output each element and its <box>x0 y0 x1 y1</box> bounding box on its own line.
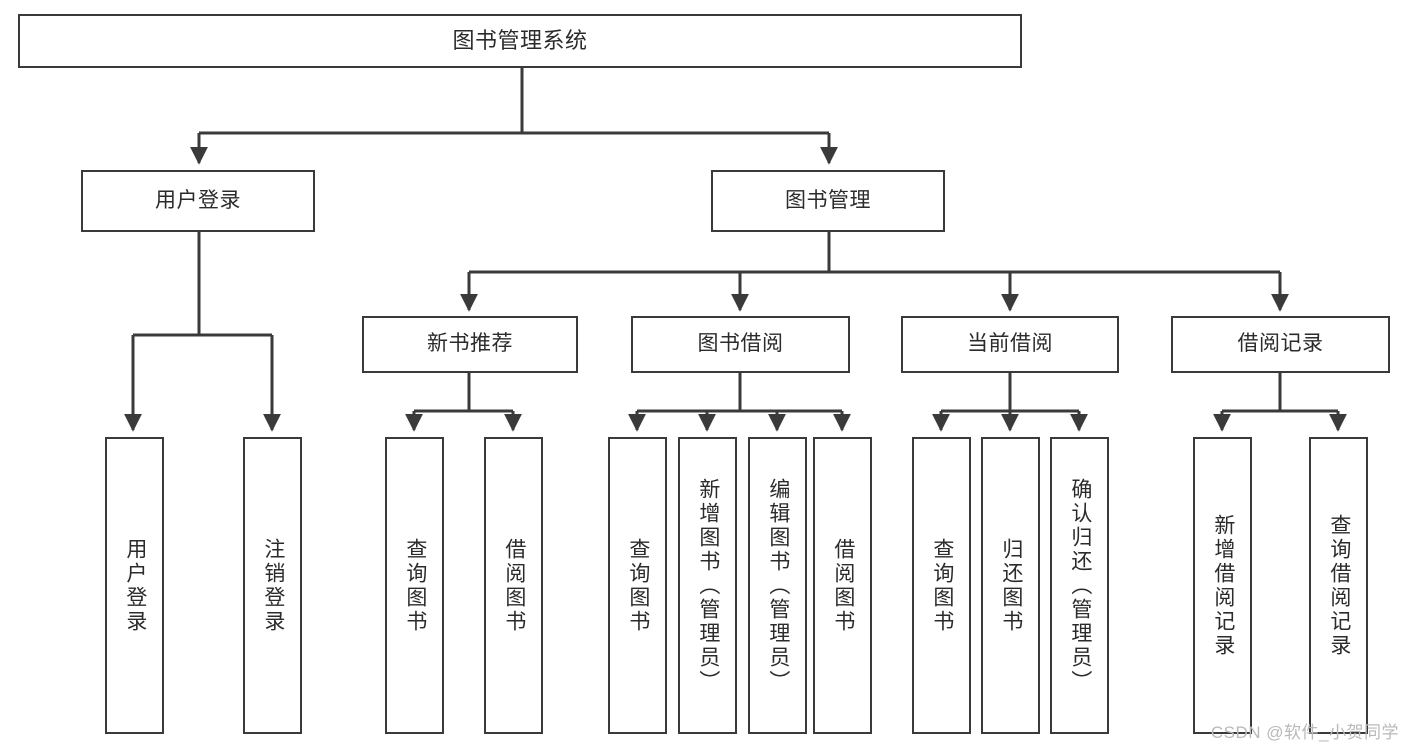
node-label: 查询图书 <box>930 537 954 634</box>
leaf-query-book-current[interactable]: 查询图书 <box>912 437 971 734</box>
node-new-book-recommendation[interactable]: 新书推荐 <box>362 316 578 373</box>
node-label: 查询图书 <box>626 537 650 634</box>
leaf-query-borrow-record[interactable]: 查询借阅记录 <box>1309 437 1368 734</box>
leaf-return-book[interactable]: 归还图书 <box>981 437 1040 734</box>
node-book-borrowing[interactable]: 图书借阅 <box>631 316 850 373</box>
node-label: 当前借阅 <box>967 332 1053 356</box>
leaf-logout[interactable]: 注销登录 <box>243 437 302 734</box>
node-label: 图书借阅 <box>697 332 784 356</box>
node-label: 查询图书 <box>403 537 427 634</box>
node-label: 新增图书（管理员） <box>696 477 720 694</box>
node-root-book-management-system[interactable]: 图书管理系统 <box>18 14 1022 68</box>
node-label: 查询借阅记录 <box>1327 513 1351 658</box>
node-label: 图书管理 <box>785 188 871 212</box>
node-label: 编辑图书（管理员） <box>766 477 790 694</box>
node-label: 用户登录 <box>123 537 147 634</box>
leaf-add-book-admin[interactable]: 新增图书（管理员） <box>678 437 737 734</box>
node-label: 用户登录 <box>155 188 241 212</box>
csdn-watermark: CSDN @软件_小贺同学 <box>1210 723 1399 742</box>
node-book-management[interactable]: 图书管理 <box>711 170 945 232</box>
node-label: 注销登录 <box>261 537 285 634</box>
node-label: 借阅图书 <box>502 537 526 634</box>
node-current-borrowing[interactable]: 当前借阅 <box>901 316 1119 373</box>
leaf-borrow-book-recommend[interactable]: 借阅图书 <box>484 437 543 734</box>
node-label: 借阅记录 <box>1237 332 1324 356</box>
node-label: 归还图书 <box>999 537 1023 634</box>
node-label: 借阅图书 <box>831 537 855 634</box>
node-label: 新增借阅记录 <box>1211 513 1235 658</box>
node-label: 图书管理系统 <box>452 27 588 53</box>
leaf-borrow-book[interactable]: 借阅图书 <box>813 437 872 734</box>
node-label: 确认归还（管理员） <box>1068 477 1092 694</box>
leaf-add-borrow-record[interactable]: 新增借阅记录 <box>1193 437 1252 734</box>
node-user-login[interactable]: 用户登录 <box>81 170 315 232</box>
node-label: 新书推荐 <box>427 332 513 356</box>
leaf-query-book-borrow[interactable]: 查询图书 <box>608 437 667 734</box>
leaf-confirm-return-admin[interactable]: 确认归还（管理员） <box>1050 437 1109 734</box>
leaf-user-login[interactable]: 用户登录 <box>105 437 164 734</box>
leaf-query-book-recommend[interactable]: 查询图书 <box>385 437 444 734</box>
node-borrowing-records[interactable]: 借阅记录 <box>1171 316 1390 373</box>
leaf-edit-book-admin[interactable]: 编辑图书（管理员） <box>748 437 807 734</box>
